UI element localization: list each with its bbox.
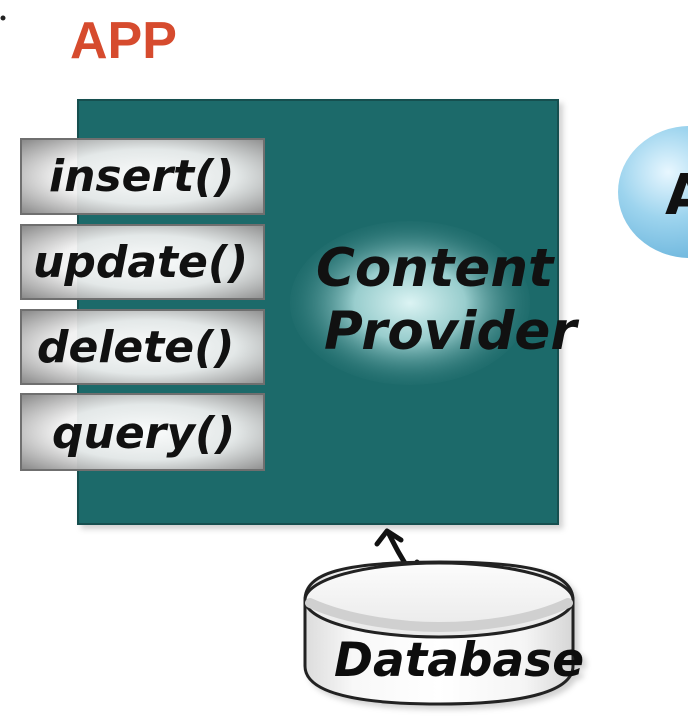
method-card-update: update() bbox=[20, 224, 265, 300]
method-query-label: query() bbox=[52, 408, 235, 459]
method-stack: insert() update() delete() query() bbox=[20, 138, 265, 471]
content-provider-line-1: Content bbox=[316, 238, 555, 299]
database-top-shadow bbox=[305, 598, 573, 633]
method-card-delete-box bbox=[20, 309, 265, 385]
partial-bubble-label: A bbox=[665, 163, 688, 228]
content-provider-glow bbox=[290, 221, 530, 385]
method-update-label: update() bbox=[33, 237, 248, 288]
partial-bubble-shape bbox=[618, 126, 688, 258]
database-label: Database bbox=[334, 633, 584, 688]
content-provider-line-2: Provider bbox=[324, 301, 579, 362]
method-card-update-box bbox=[20, 224, 265, 300]
method-insert-label: insert() bbox=[49, 151, 234, 202]
method-card-query-box bbox=[20, 393, 265, 471]
method-card-delete: delete() bbox=[20, 309, 265, 385]
method-card-insert-box bbox=[20, 138, 265, 215]
method-card-query: query() bbox=[20, 393, 265, 471]
app-label: APP bbox=[70, 12, 177, 70]
decorative-dot bbox=[0, 15, 6, 21]
method-card-insert: insert() bbox=[20, 138, 265, 215]
partial-app-bubble: A bbox=[618, 126, 688, 258]
arrow-head-top bbox=[374, 528, 404, 547]
database-cylinder: Database bbox=[303, 560, 584, 706]
method-delete-label: delete() bbox=[37, 322, 234, 373]
